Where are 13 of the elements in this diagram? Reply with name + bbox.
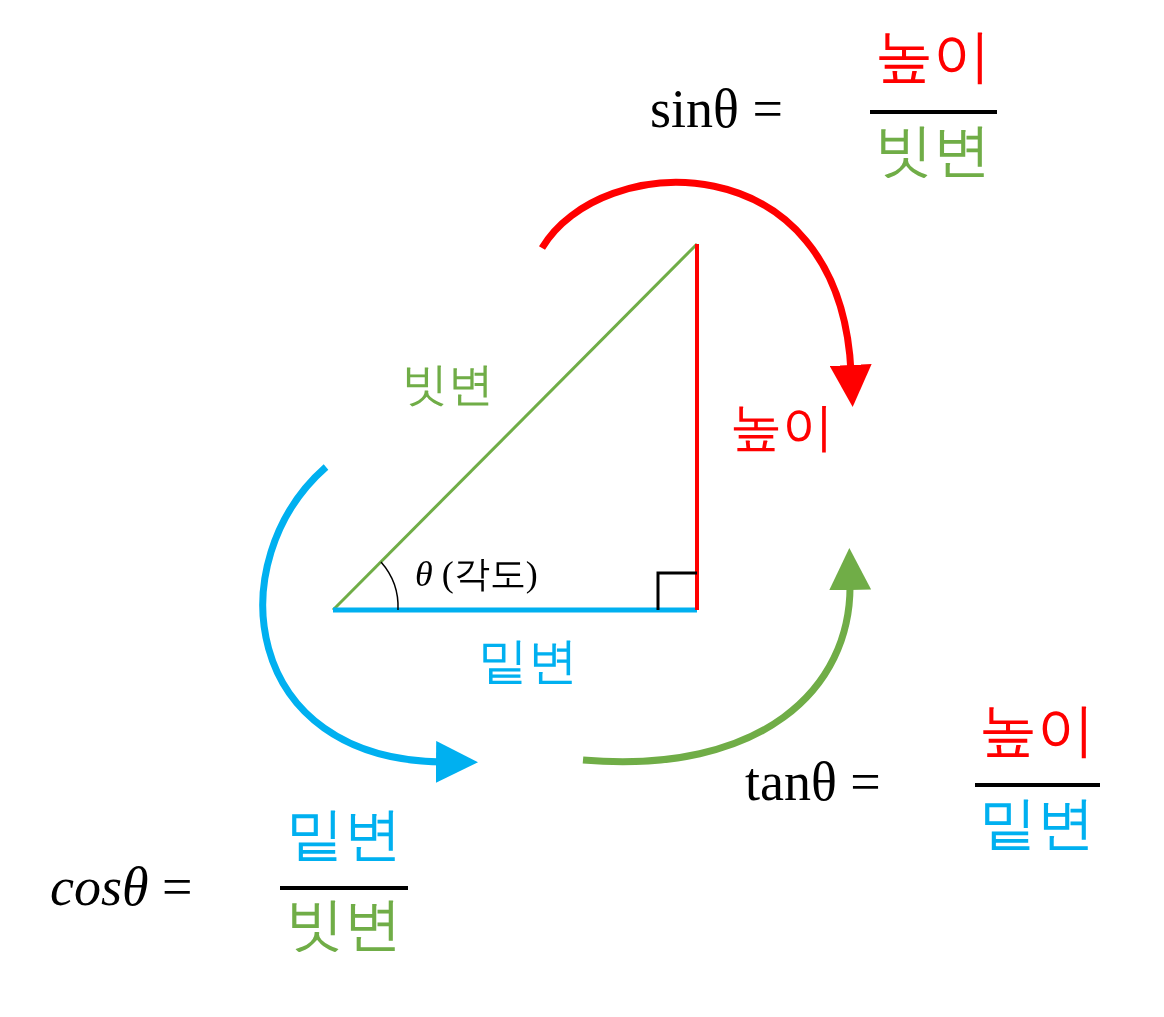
side-label: 높이 — [730, 402, 834, 454]
side-label: 빗변 — [402, 362, 494, 408]
fraction-numerator: 높이 — [875, 28, 991, 86]
formula-label: tanθ = — [745, 755, 881, 809]
formula-label: cosθ = — [50, 860, 193, 914]
side-label: 밑변 — [478, 636, 578, 686]
fraction-denominator: 빗변 — [286, 896, 402, 954]
formula-label: sinθ = — [650, 82, 783, 136]
fraction-denominator: 밑변 — [979, 795, 1095, 853]
fraction-numerator: 높이 — [979, 702, 1095, 760]
fraction-numerator: 밑변 — [286, 806, 402, 864]
angle-label: θ (각도) — [415, 556, 538, 592]
fraction-denominator: 빗변 — [875, 122, 991, 180]
